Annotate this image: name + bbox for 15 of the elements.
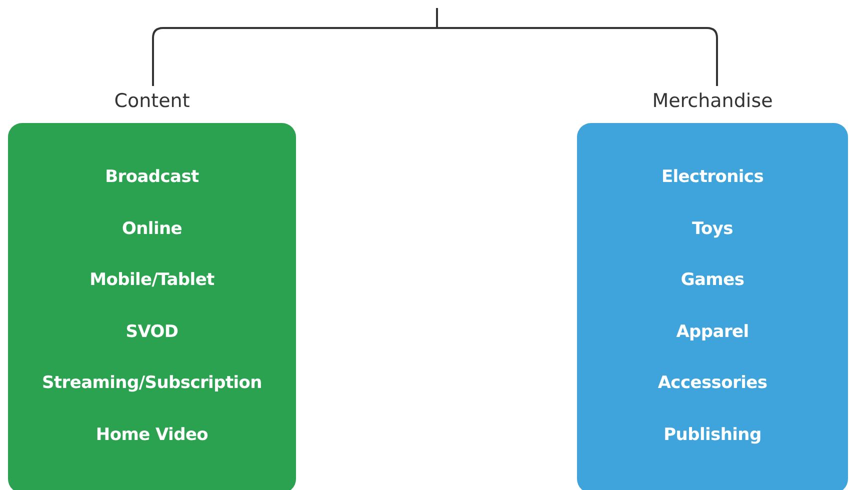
category-item: Apparel: [676, 322, 749, 344]
category-item: Accessories: [658, 373, 768, 395]
category-item: Publishing: [664, 424, 762, 446]
category-item: Electronics: [661, 167, 764, 189]
category-item: Mobile/Tablet: [90, 270, 214, 292]
category-item: Broadcast: [105, 167, 199, 189]
bracket-line: [436, 8, 718, 86]
category-item: Streaming/Subscription: [42, 373, 262, 395]
column-heading: Content: [114, 90, 190, 114]
category-item: Games: [680, 270, 744, 292]
category-item: Online: [122, 218, 182, 240]
category-item: Home Video: [96, 424, 208, 446]
category-item: SVOD: [126, 322, 178, 344]
category-item: Toys: [692, 218, 734, 240]
column-heading: Merchandise: [652, 90, 773, 114]
